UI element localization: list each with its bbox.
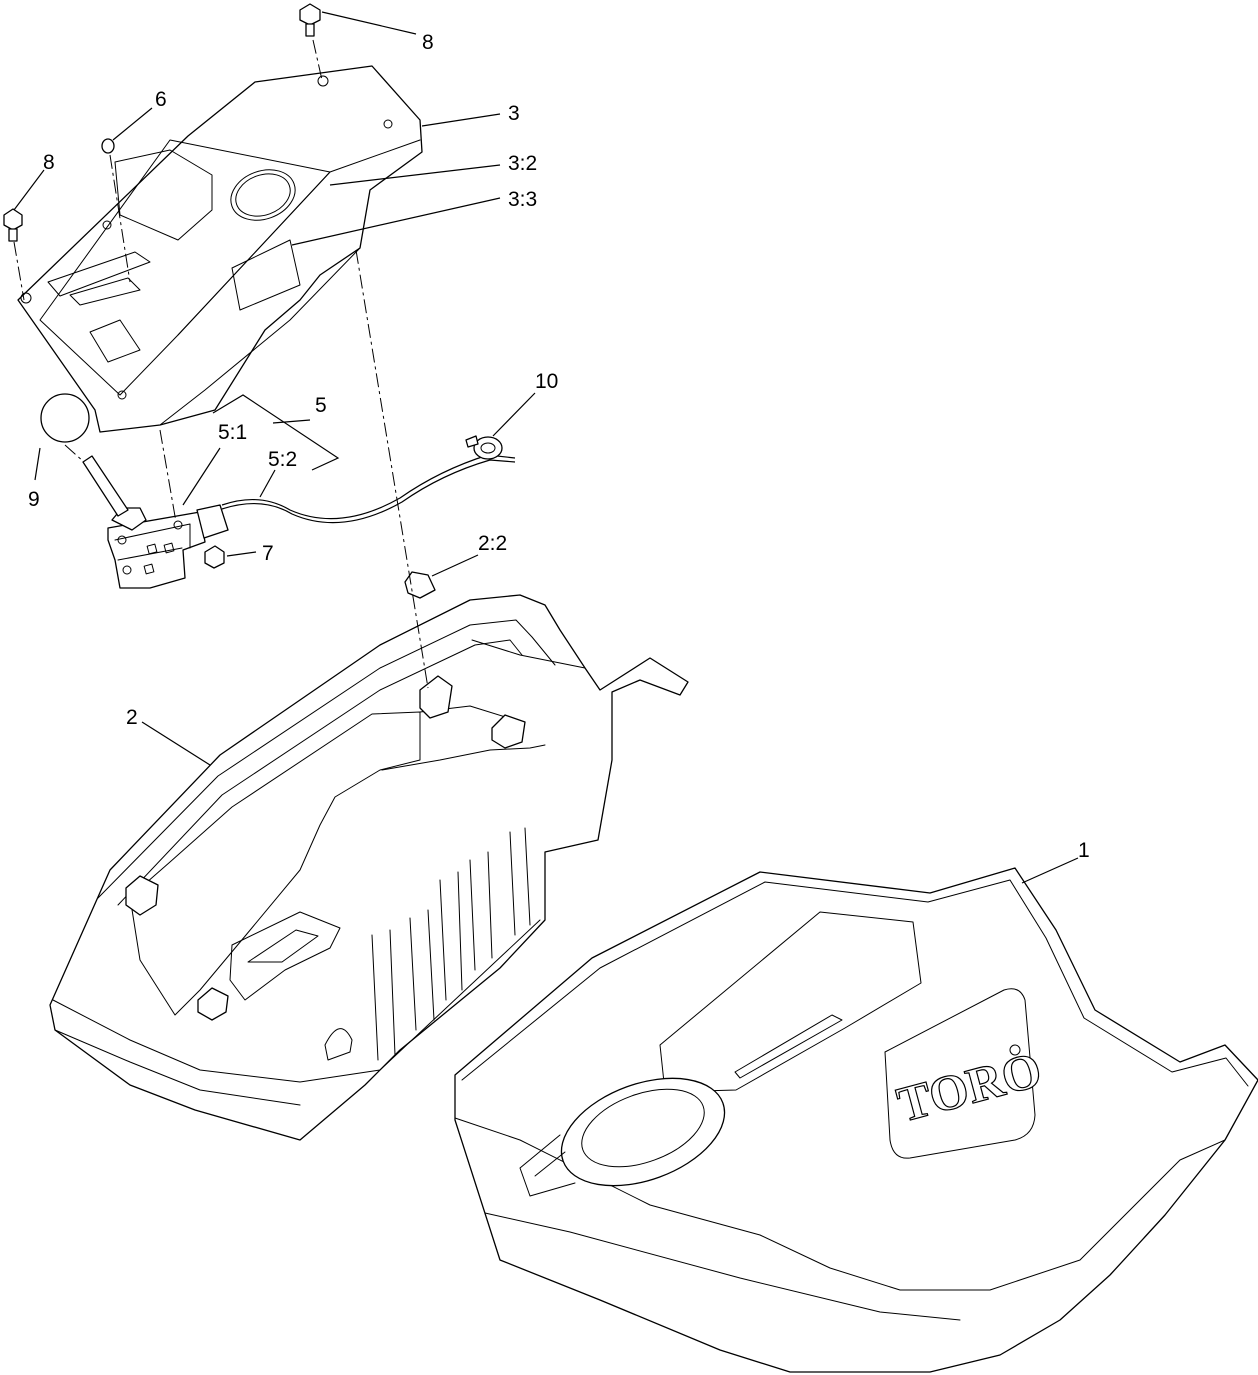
part-2-control-housing [49, 594, 689, 1141]
callout-3: 3 [508, 102, 520, 125]
part-7-nut [204, 545, 225, 569]
callout-2-2: 2:2 [478, 532, 507, 555]
callout-5-2: 5:2 [268, 448, 297, 471]
alignment-lines [13, 39, 429, 689]
callout-3-2: 3:2 [508, 152, 537, 175]
part-3-control-panel [17, 65, 423, 433]
housing-clip-right [491, 714, 526, 749]
part-2-2-clip-nut [404, 571, 436, 599]
callout-5-1: 5:1 [218, 421, 247, 444]
callout-10: 10 [535, 370, 558, 393]
housing-clip-left-top [125, 875, 159, 916]
part-9-knob [40, 393, 90, 443]
housing-clip-left-bottom [197, 987, 229, 1021]
callout-3-3: 3:3 [508, 188, 537, 211]
callout-1: 1 [1078, 839, 1090, 862]
registered-mark-icon [1009, 1044, 1021, 1056]
part-8-bolt-left [3, 208, 23, 242]
callout-9: 9 [28, 488, 40, 511]
callout-labels: 8 6 3 3:2 8 3:3 10 5 5:1 5:2 9 7 2:2 2 1 [28, 31, 1090, 862]
part-8-bolt-top [299, 3, 321, 37]
part-6-plug [101, 138, 115, 154]
switch-lever [82, 455, 129, 517]
callout-2: 2 [126, 706, 138, 729]
callout-7: 7 [262, 542, 274, 565]
callout-6: 6 [155, 88, 167, 111]
housing-clip-center [419, 675, 453, 719]
callout-8-top: 8 [422, 31, 434, 54]
callout-8-left: 8 [43, 151, 55, 174]
switch-connector [196, 504, 229, 539]
part-5-switch-assembly [82, 454, 516, 589]
part-1-lower-shroud: TORO [454, 867, 1258, 1373]
leader-lines [13, 11, 1079, 884]
callout-5: 5 [315, 394, 327, 417]
part-10-cable-clip [465, 435, 503, 460]
